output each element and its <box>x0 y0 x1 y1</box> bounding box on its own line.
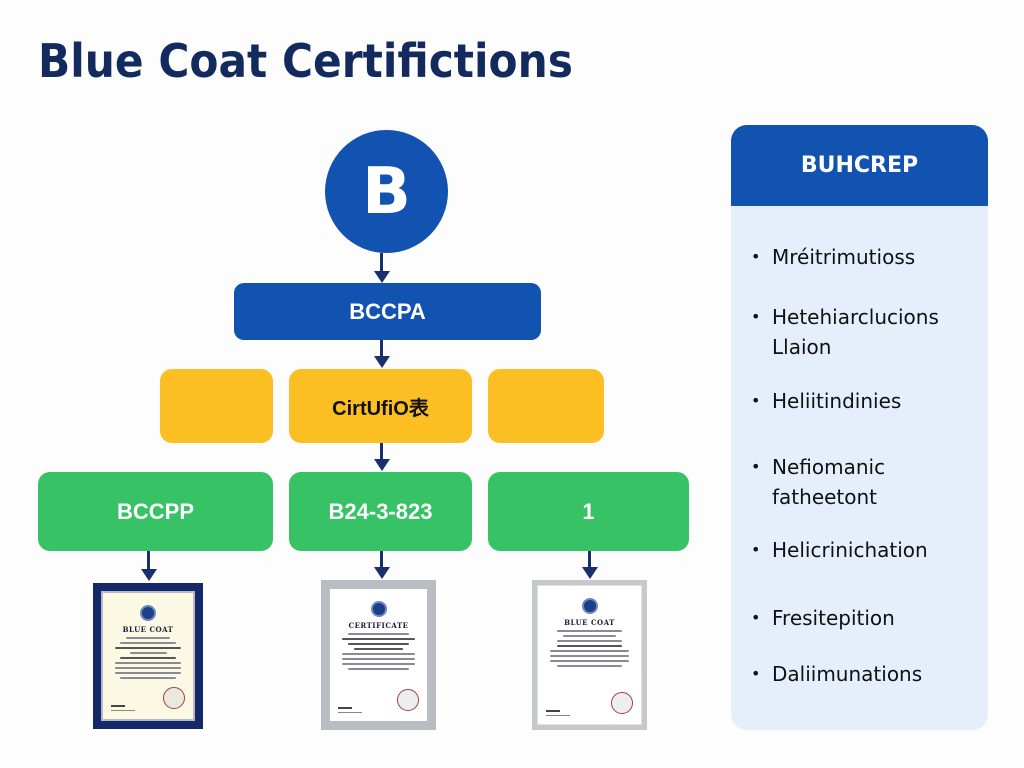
page-title: Blue Coat Certifictions <box>38 34 573 88</box>
arrow-down-icon <box>373 356 390 368</box>
panel-list-item: • Daliimunations <box>751 659 981 689</box>
panel-item-text: Mréitrimutioss <box>772 245 916 269</box>
panel-item-text: Helicrinichation <box>772 538 928 562</box>
level2-node-right <box>488 369 604 443</box>
panel-header: BUHCREP <box>731 125 988 206</box>
signature-mark <box>338 707 352 709</box>
connector-line <box>380 253 383 273</box>
panel-item-text: Heliitindinies <box>772 389 902 413</box>
panel-list-item: • Heliitindinies <box>751 386 981 416</box>
level3-node-label: BCCPP <box>116 498 194 524</box>
arrow-down-icon <box>373 567 390 579</box>
panel-list-item: • Hetehiarclucions Llaion <box>751 302 981 362</box>
certificate-heading: BLUE COAT <box>122 625 174 634</box>
arrow-down-icon <box>581 567 598 579</box>
level3-node-label: B24-3-823 <box>328 498 433 524</box>
panel-list-item: • Fresitepition <box>751 603 981 633</box>
bullet-icon: • <box>751 457 761 476</box>
panel-list-item: • Mréitrimutioss <box>751 242 981 272</box>
level3-node-right: 1 <box>488 472 689 551</box>
signature-mark <box>546 710 560 712</box>
seal-logo-icon <box>370 601 387 617</box>
bullet-icon: • <box>751 608 761 627</box>
connector-line <box>147 551 150 571</box>
bullet-icon: • <box>751 247 761 266</box>
signature-mark <box>111 705 125 707</box>
root-node-circle: B <box>325 130 448 253</box>
panel-item-text: Hetehiarclucions Llaion <box>772 305 939 359</box>
arrow-down-icon <box>373 459 390 471</box>
connector-line <box>380 551 383 569</box>
level3-node-label: 1 <box>582 498 595 524</box>
level1-node-bccpa: BCCPA <box>234 283 541 340</box>
level3-node-bccpp: BCCPP <box>38 472 273 551</box>
root-node-letter: B <box>362 154 411 229</box>
certificate-paper: BLUE COAT <box>101 591 195 721</box>
panel-item-text: Daliimunations <box>772 662 923 686</box>
certificate-heading: BLUE COAT <box>564 618 615 627</box>
panel-item-text: Fresitepition <box>772 606 895 630</box>
bullet-icon: • <box>751 540 761 559</box>
panel-item-text: Nefiomanic fatheetont <box>772 455 886 509</box>
panel-list-item: • Helicrinichation <box>751 535 981 565</box>
level3-node-center: B24-3-823 <box>289 472 472 551</box>
level2-node-left <box>160 369 273 443</box>
panel-list-item: • Nefiomanic fatheetont <box>751 452 981 512</box>
connector-line <box>380 340 383 358</box>
seal-logo-icon <box>581 598 598 614</box>
certificate-heading: CERTIFICATE <box>348 621 409 630</box>
seal-logo-icon <box>140 605 156 621</box>
connector-line <box>380 443 383 461</box>
connector-line <box>588 551 591 569</box>
stamp-icon <box>397 689 419 711</box>
bullet-icon: • <box>751 307 761 326</box>
arrow-down-icon <box>140 569 157 581</box>
level1-node-label: BCCPA <box>349 298 426 324</box>
bullet-icon: • <box>751 664 761 683</box>
certificate-image-navy: BLUE COAT <box>93 583 203 729</box>
arrow-down-icon <box>373 271 390 283</box>
certificate-image-light: BLUE COAT <box>532 580 647 730</box>
stamp-icon <box>163 687 185 709</box>
bullet-icon: • <box>751 391 761 410</box>
level2-node-label: CirtUfiO表 <box>332 397 429 420</box>
level2-node-center: CirtUfiO表 <box>289 369 472 443</box>
info-panel: BUHCREP • Mréitrimutioss • Hetehiarcluci… <box>731 125 988 730</box>
certificate-paper: CERTIFICATE <box>330 589 427 721</box>
certificate-image-gray: CERTIFICATE <box>321 580 436 730</box>
certificate-paper: BLUE COAT <box>537 585 642 725</box>
stamp-icon <box>611 692 633 714</box>
